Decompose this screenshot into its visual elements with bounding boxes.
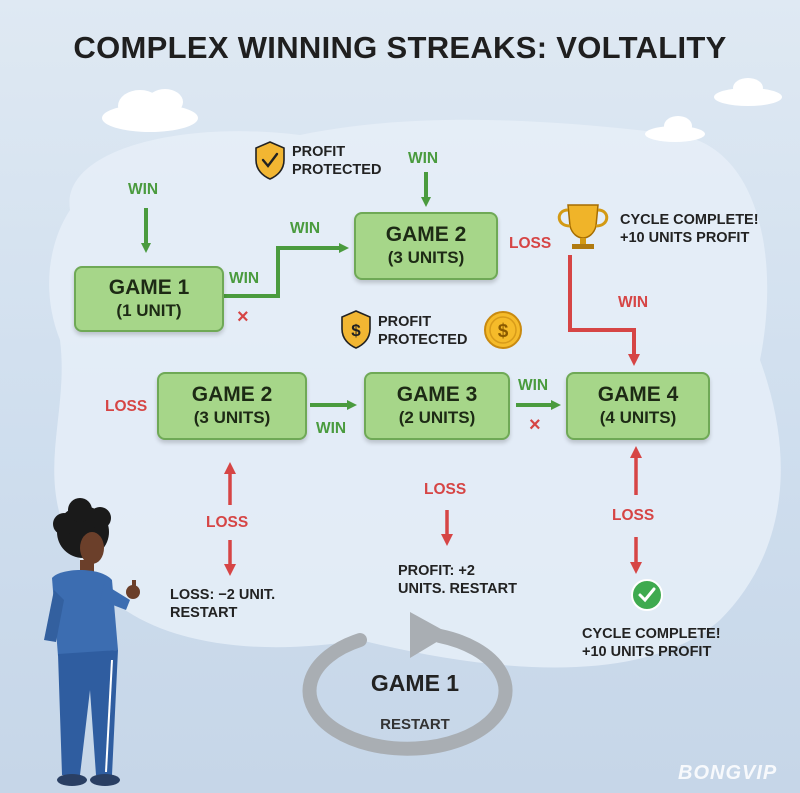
label-win-game3-game4: WIN — [518, 377, 549, 394]
arrow-loss-to-game4 — [568, 255, 640, 366]
label-loss-game2-top: LOSS — [509, 235, 552, 252]
node-units: (3 UNITS) — [193, 408, 271, 427]
cloud-right — [645, 116, 705, 142]
label-loss-left: LOSS — [206, 514, 249, 531]
label-loss-center: LOSS — [424, 481, 467, 498]
label-win-red: WIN — [618, 294, 649, 311]
shield-check-icon — [255, 141, 285, 180]
trophy-icon — [557, 204, 609, 249]
watermark-logo: BONGVIP — [678, 762, 778, 784]
x-mark-game1: × — [237, 306, 249, 328]
node-name: GAME 1 — [108, 276, 190, 299]
dollar-coin-icon: $ — [484, 311, 522, 349]
node-units: (2 UNITS) — [398, 408, 476, 427]
restart-loop-icon — [302, 612, 513, 756]
node-game3-mid: GAME 3 (2 UNITS) — [364, 372, 510, 440]
svg-text:$: $ — [498, 321, 509, 342]
cloud-left — [102, 89, 198, 132]
loop-game1-label: GAME 1 — [370, 670, 460, 696]
note-loss-restart: LOSS: −2 UNIT. RESTART — [170, 587, 276, 621]
svg-text:$: $ — [351, 321, 361, 340]
node-game4-mid: GAME 4 (4 UNITS) — [566, 372, 710, 440]
label-win-game1-out: WIN — [229, 270, 260, 287]
person-pointing-icon — [44, 498, 140, 786]
label-win-game2-in: WIN — [290, 220, 321, 237]
label-loss-game2-mid: LOSS — [105, 398, 148, 415]
cloud-right-top — [714, 78, 782, 106]
node-game2-top: GAME 2 (3 UNITS) — [354, 212, 498, 280]
note-cycle-complete-top: CYCLE COMPLETE! +10 UNITS PROFIT — [620, 212, 759, 246]
node-name: GAME 2 — [385, 223, 467, 246]
node-game2-mid: GAME 2 (3 UNITS) — [157, 372, 307, 440]
x-mark-game3: × — [529, 414, 541, 436]
loop-restart-label: RESTART — [380, 716, 450, 733]
label-win-game1-in: WIN — [128, 181, 159, 198]
note-profit-protected-1: PROFIT PROTECTED — [292, 144, 382, 178]
shield-dollar-icon: $ — [341, 310, 371, 349]
node-units: (4 UNITS) — [599, 408, 677, 427]
label-win-game2-game3: WIN — [316, 420, 347, 437]
page-title: COMPLEX WINNING STREAKS: VOLTALITY — [73, 30, 727, 65]
node-name: GAME 3 — [396, 383, 478, 406]
label-win-top: WIN — [408, 150, 439, 167]
note-cycle-complete-bottom: CYCLE COMPLETE! +10 UNITS PROFIT — [582, 626, 721, 660]
node-game1-top: GAME 1 (1 UNIT) — [74, 266, 224, 332]
check-circle-icon — [631, 579, 663, 611]
note-profit-protected-2: PROFIT PROTECTED — [378, 314, 468, 348]
node-units: (3 UNITS) — [387, 248, 465, 267]
arrow-game1-to-game2 — [224, 243, 349, 298]
node-units: (1 UNIT) — [116, 301, 182, 320]
node-name: GAME 2 — [191, 383, 273, 406]
note-profit-restart: PROFIT: +2 UNITS. RESTART — [398, 563, 517, 597]
label-loss-right: LOSS — [612, 507, 655, 524]
node-name: GAME 4 — [597, 383, 679, 406]
